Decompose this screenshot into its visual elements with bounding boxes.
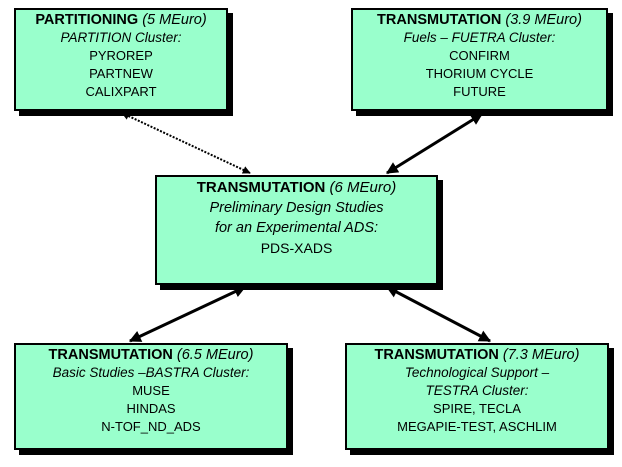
study-description: for an Experimental ADS: bbox=[214, 220, 379, 236]
project-item: PDS-XADS bbox=[260, 240, 333, 256]
project-item: FUTURE bbox=[453, 84, 506, 99]
budget-amount: (6.5 MEuro) bbox=[176, 347, 254, 363]
arrow-partitioning-center bbox=[121, 112, 251, 174]
cluster-name: Fuels – FUETRA Cluster: bbox=[403, 30, 556, 45]
center-box: TRANSMUTATION (6 MEuro) Preliminary Desi… bbox=[155, 175, 438, 285]
project-item: MUSE bbox=[132, 383, 170, 398]
project-item: HINDAS bbox=[126, 401, 176, 416]
project-item: PARTNEW bbox=[89, 66, 153, 81]
box-title: TRANSMUTATION (6.5 MEuro) bbox=[48, 347, 254, 363]
cluster-name: TESTRA Cluster: bbox=[425, 383, 529, 398]
budget-amount: (3.9 MEuro) bbox=[505, 12, 582, 28]
box-title: PARTITIONING (5 MEuro) bbox=[35, 12, 207, 28]
study-description: Preliminary Design Studies bbox=[209, 200, 384, 216]
basic-studies-box: TRANSMUTATION (6.5 MEuro) Basic Studies … bbox=[14, 343, 288, 450]
budget-amount: (7.3 MEuro) bbox=[502, 347, 580, 363]
project-item: MEGAPIE-TEST, ASCHLIM bbox=[397, 419, 557, 434]
fuels-box: TRANSMUTATION (3.9 MEuro) Fuels – FUETRA… bbox=[351, 8, 608, 111]
project-item: THORIUM CYCLE bbox=[425, 66, 534, 81]
box-title: TRANSMUTATION (3.9 MEuro) bbox=[377, 12, 582, 28]
box-title: TRANSMUTATION (6 MEuro) bbox=[196, 179, 397, 196]
project-item: N-TOF_ND_ADS bbox=[101, 419, 201, 434]
arrow-center-tech bbox=[385, 285, 492, 343]
cluster-name: Technological Support – bbox=[404, 365, 550, 380]
budget-amount: (6 MEuro) bbox=[329, 179, 397, 196]
arrow-center-basic bbox=[128, 285, 247, 343]
project-item: CONFIRM bbox=[449, 48, 510, 63]
project-item: PYROREP bbox=[89, 48, 153, 63]
box-title: TRANSMUTATION (7.3 MEuro) bbox=[374, 347, 580, 363]
partitioning-box: PARTITIONING (5 MEuro) PARTITION Cluster… bbox=[14, 8, 228, 111]
cluster-name: Basic Studies –BASTRA Cluster: bbox=[52, 365, 250, 380]
project-item: SPIRE, TECLA bbox=[433, 401, 521, 416]
arrow-fuels-center bbox=[385, 112, 484, 175]
budget-amount: (5 MEuro) bbox=[142, 12, 207, 28]
project-item: CALIXPART bbox=[85, 84, 157, 99]
cluster-name: PARTITION Cluster: bbox=[60, 30, 182, 45]
tech-support-box: TRANSMUTATION (7.3 MEuro) Technological … bbox=[345, 343, 609, 450]
